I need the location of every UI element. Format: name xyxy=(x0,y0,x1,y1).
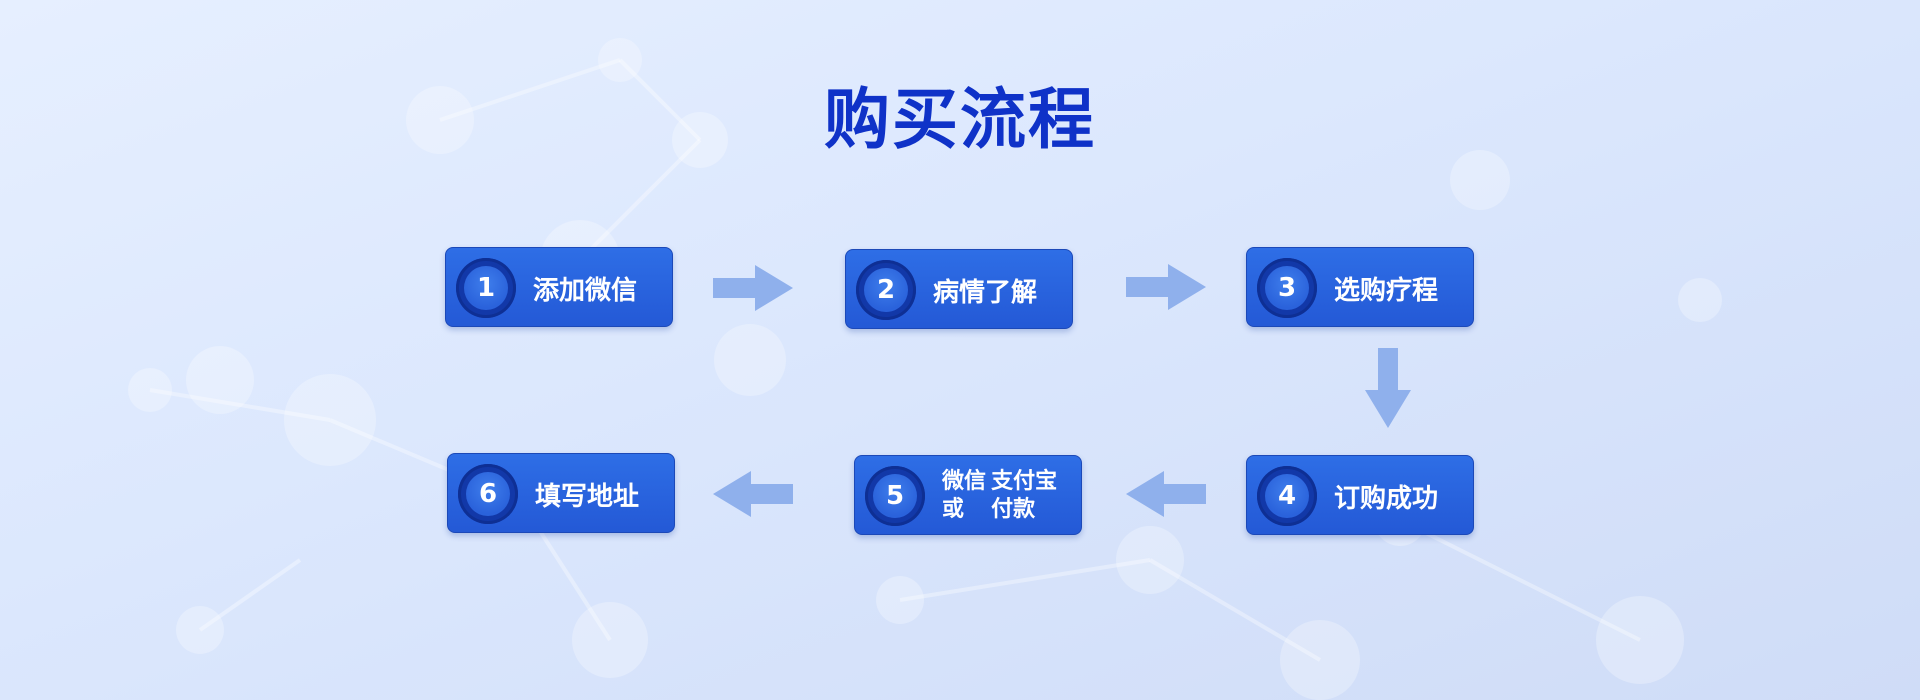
step-badge: 3 xyxy=(1257,258,1317,318)
arrow-right-icon xyxy=(713,265,793,311)
step-5-box: 5 微信或 支付宝付款 xyxy=(854,455,1082,535)
step-badge: 2 xyxy=(856,260,916,320)
step-badge: 6 xyxy=(458,464,518,524)
step-6-box: 6 填写地址 xyxy=(447,453,675,533)
step-badge: 4 xyxy=(1257,466,1317,526)
step-2-box: 2 病情了解 xyxy=(845,249,1073,329)
arrow-left-icon xyxy=(1126,471,1206,517)
arrow-right-icon xyxy=(1126,264,1206,310)
step-label: 订购成功 xyxy=(1334,483,1439,514)
step-3-box: 3 选购疗程 xyxy=(1246,247,1474,327)
step-badge: 1 xyxy=(456,258,516,318)
step-label: 填写地址 xyxy=(535,481,640,512)
step-label-line-1: 微信或 xyxy=(942,469,987,522)
step-number: 5 xyxy=(873,474,917,518)
step-badge: 5 xyxy=(865,466,925,526)
step-number: 1 xyxy=(464,266,508,310)
step-number: 3 xyxy=(1265,266,1309,310)
step-label: 选购疗程 xyxy=(1334,275,1439,306)
step-1-box: 1 添加微信 xyxy=(445,247,673,327)
arrow-down-icon xyxy=(1365,348,1411,428)
step-number: 4 xyxy=(1265,474,1309,518)
step-4-box: 4 订购成功 xyxy=(1246,455,1474,535)
step-number: 6 xyxy=(466,472,510,516)
step-label: 病情了解 xyxy=(933,277,1038,308)
step-number: 2 xyxy=(864,268,908,312)
step-label: 微信或 支付宝付款 xyxy=(942,456,1073,536)
page-title: 购买流程 xyxy=(824,81,1096,158)
step-label-line-2: 支付宝付款 xyxy=(991,469,1058,522)
step-label: 添加微信 xyxy=(533,275,638,306)
arrow-left-icon xyxy=(713,471,793,517)
